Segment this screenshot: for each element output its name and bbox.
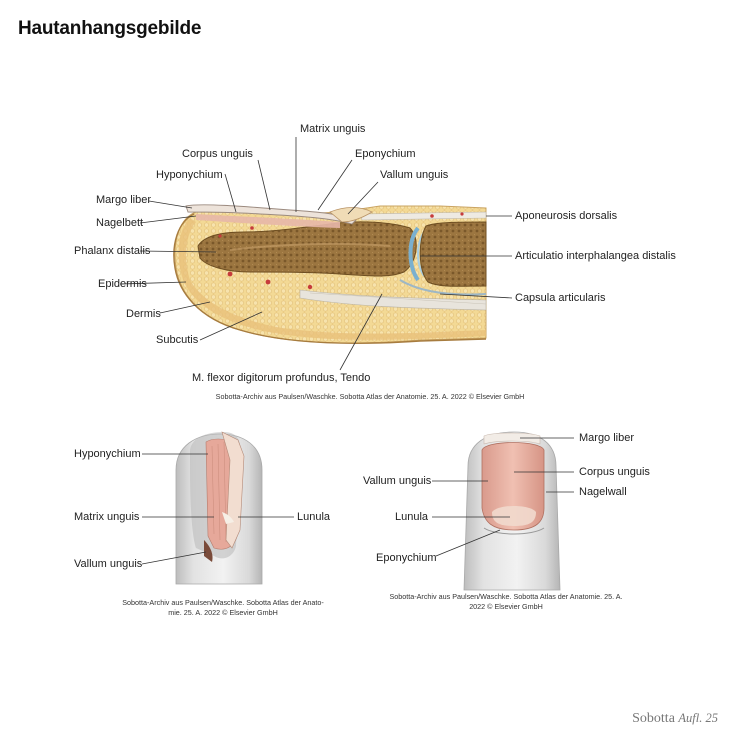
label-right-vallum-unguis: Vallum unguis	[363, 475, 432, 487]
label-left-matrix-unguis: Matrix unguis	[74, 511, 140, 523]
label-corpus-unguis: Corpus unguis	[182, 148, 253, 160]
caption-right: Sobotta-Archiv aus Paulsen/Waschke. Sobo…	[356, 592, 656, 612]
sobotta-brand: Sobotta Aufl. 25	[632, 711, 718, 727]
caption-left: Sobotta-Archiv aus Paulsen/Waschke. Sobo…	[70, 598, 376, 618]
brand-name: Sobotta	[632, 711, 675, 726]
left-leader-lines	[141, 453, 294, 565]
label-articulatio: Articulatio interphalangea distalis	[515, 250, 676, 262]
label-left-lunula: Lunula	[297, 511, 331, 523]
label-phalanx-distalis: Phalanx distalis	[74, 245, 151, 257]
caption-left-line2: mie. 25. A. 2022 © Elsevier GmbH	[168, 608, 278, 617]
label-matrix-unguis: Matrix unguis	[300, 123, 366, 135]
caption-left-line1: Sobotta-Archiv aus Paulsen/Waschke. Sobo…	[122, 598, 324, 607]
label-eponychium: Eponychium	[355, 148, 416, 160]
top-leader-lines	[119, 137, 513, 371]
label-hyponychium: Hyponychium	[156, 169, 223, 181]
label-right-eponychium: Eponychium	[376, 552, 437, 564]
label-capsula-articularis: Capsula articularis	[515, 292, 606, 304]
label-right-margo-liber: Margo liber	[579, 432, 635, 444]
finger-dorsal-view	[463, 431, 561, 591]
right-leader-lines	[432, 437, 574, 557]
label-right-corpus-unguis: Corpus unguis	[579, 466, 650, 478]
label-left-vallum-unguis: Vallum unguis	[74, 558, 143, 570]
label-right-nagelwall: Nagelwall	[579, 486, 627, 498]
fingertip-cross-section	[173, 204, 487, 344]
page-title: Hautanhangsgebilde	[18, 18, 202, 39]
label-dermis: Dermis	[126, 308, 161, 320]
label-nagelbett: Nagelbett	[96, 217, 144, 229]
label-m-flexor: M. flexor digitorum profundus, Tendo	[192, 372, 371, 384]
label-right-lunula: Lunula	[395, 511, 429, 523]
label-vallum-unguis: Vallum unguis	[380, 169, 449, 181]
label-subcutis: Subcutis	[156, 334, 199, 346]
label-left-hyponychium: Hyponychium	[74, 448, 141, 460]
caption-right-line1: Sobotta-Archiv aus Paulsen/Waschke. Sobo…	[389, 592, 623, 601]
caption-right-line2: 2022 © Elsevier GmbH	[469, 602, 543, 611]
finger-side-view	[175, 431, 263, 585]
caption-top: Sobotta-Archiv aus Paulsen/Waschke. Sobo…	[215, 392, 525, 401]
label-margo-liber: Margo liber	[96, 194, 152, 206]
brand-edition: Aufl. 25	[678, 711, 718, 725]
label-epidermis: Epidermis	[98, 278, 147, 290]
label-aponeurosis-dorsalis: Aponeurosis dorsalis	[515, 210, 618, 222]
